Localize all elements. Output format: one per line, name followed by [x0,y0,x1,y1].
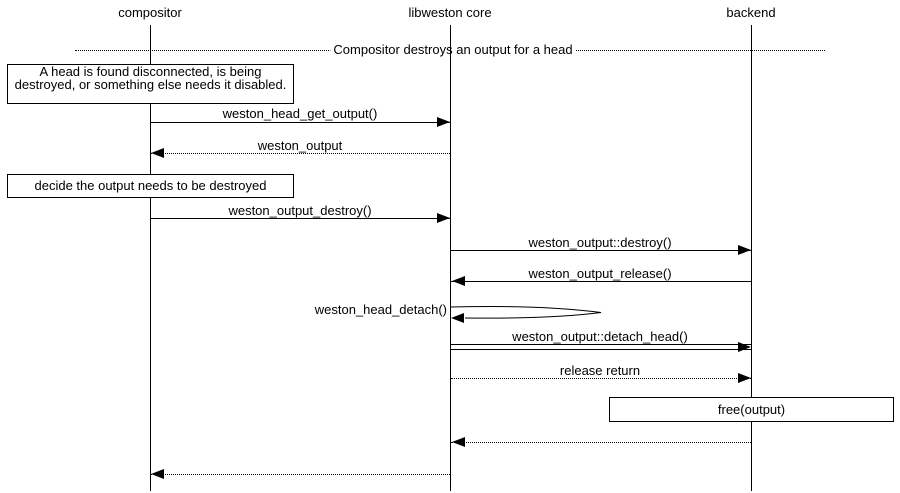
lifeline-backend [751,25,752,491]
message-line-weston-output [150,153,450,154]
message-label-weston-output-release: weston_output_release() [528,266,672,281]
message-line-weston-output-release [451,281,751,282]
message-label-release-return: release return [559,363,641,378]
self-message-loop [450,306,602,323]
lifeline-libweston-core [450,25,451,491]
message-line-weston-output-destroy-vfunc [451,250,751,251]
message-line-weston-head-get-output [150,122,450,123]
arrowhead-right-icon [738,373,751,383]
divider-label: Compositor destroys an output for a head [330,42,576,57]
message-line-weston-output-destroy [150,218,450,219]
message-label-weston-head-detach: weston_head_detach() [314,302,447,317]
arrowhead-left-icon [452,437,465,447]
note-free-output: free(output) [609,397,894,422]
actor-label-libweston-core: libweston core [408,5,492,20]
message-line-weston-output-detach-head [451,344,751,350]
note-decide-destroy: decide the output needs to be destroyed [7,174,294,198]
message-label-weston-output-destroy: weston_output_destroy() [228,203,372,218]
arrowhead-right-icon [437,117,450,127]
arrowhead-left-icon [151,469,164,479]
message-line-return-to-libweston [451,442,751,443]
note-head-disconnected: A head is found disconnected, is being d… [7,64,294,104]
arrowhead-right-icon [738,245,751,255]
arrowhead-left-icon [451,313,464,323]
message-label-weston-head-get-output: weston_head_get_output() [222,106,378,121]
message-label-weston-output-destroy-vfunc: weston_output::destroy() [528,235,672,250]
message-line-release-return [451,378,751,379]
message-label-weston-output-detach-head: weston_output::detach_head() [512,329,688,344]
arrowhead-left-icon [452,276,465,286]
message-line-return-to-compositor [150,474,450,475]
arrowhead-right-icon [437,213,450,223]
arrowhead-left-icon [151,148,164,158]
arrowhead-right-icon [738,342,751,352]
actor-label-backend: backend [726,5,776,20]
actor-label-compositor: compositor [118,5,182,20]
message-label-weston-output: weston_output [257,138,343,153]
lifeline-compositor [150,25,151,491]
